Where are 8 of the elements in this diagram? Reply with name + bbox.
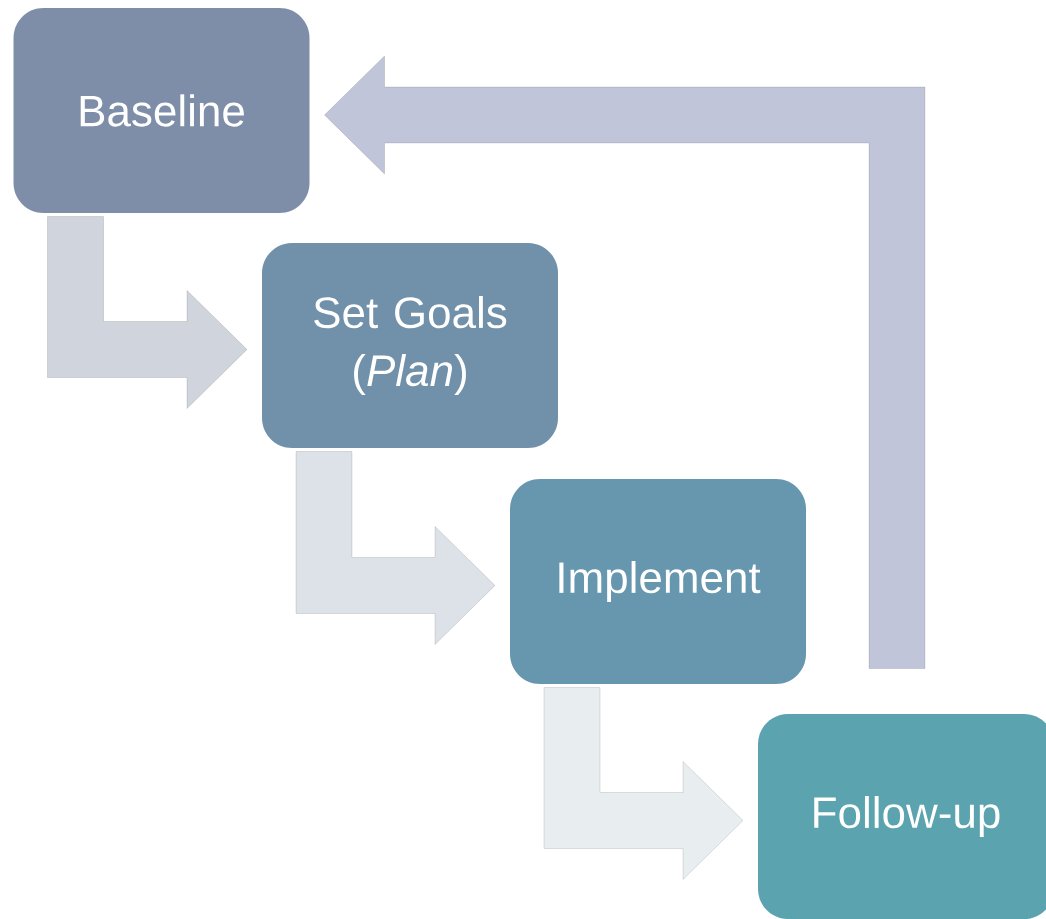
process-box: Implement	[510, 479, 806, 684]
process-box: Follow-up	[758, 714, 1046, 919]
process-box: Set Goals (Plan)	[262, 243, 558, 448]
arrow	[543, 687, 744, 880]
process-box: Baseline	[13, 8, 310, 213]
arrow	[47, 216, 248, 409]
arrow	[295, 451, 496, 645]
arrow	[324, 55, 926, 669]
